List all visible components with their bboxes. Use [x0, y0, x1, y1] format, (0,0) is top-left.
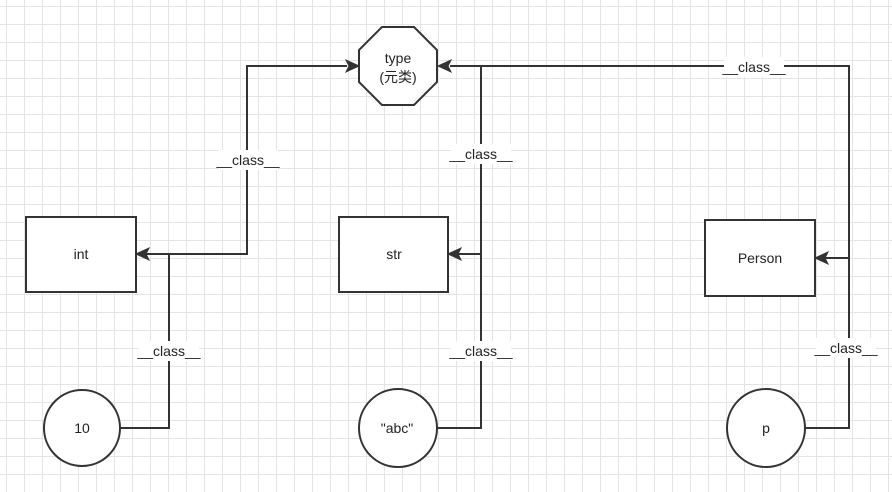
svg-text:"abc": "abc" [381, 420, 414, 436]
svg-text:type: type [385, 50, 412, 66]
edge-label-int-to-type: __class__ [215, 150, 280, 170]
circle-shape [358, 388, 438, 468]
node-int: int [25, 216, 137, 293]
edge-label-str-to-type: __class__ [448, 144, 513, 164]
arrowhead [446, 246, 463, 262]
svg-text:__class__: __class__ [215, 152, 279, 168]
svg-text:__class__: __class__ [136, 343, 200, 359]
svg-text:p: p [762, 420, 770, 436]
arrowhead [134, 246, 151, 262]
edge-label-person-to-type: __class__ [721, 57, 786, 77]
svg-text:__class__: __class__ [721, 59, 785, 75]
edge-label-abc-to-str: __class__ [448, 341, 513, 361]
node-str: str [338, 216, 449, 293]
svg-text:__class__: __class__ [448, 343, 512, 359]
svg-text:Person: Person [738, 250, 782, 266]
node-ten: 10 [43, 389, 121, 467]
node-type: type (元类) [358, 26, 438, 106]
svg-text:int: int [74, 246, 89, 262]
edge-label-ten-to-int: __class__ [136, 341, 201, 361]
svg-text:__class__: __class__ [813, 340, 877, 356]
circle-shape [43, 389, 121, 467]
rect-shape [25, 216, 137, 293]
node-abc: "abc" [358, 388, 438, 468]
svg-text:str: str [386, 246, 402, 262]
svg-text:(元类): (元类) [379, 69, 416, 85]
circle-shape [726, 388, 806, 468]
node-p: p [726, 388, 806, 468]
node-person: Person [704, 219, 816, 297]
rect-shape [704, 219, 816, 297]
arrowhead [344, 58, 361, 74]
svg-text:__class__: __class__ [448, 146, 512, 162]
octagon-shape [358, 26, 438, 106]
rect-shape [338, 216, 449, 293]
arrowhead [813, 250, 830, 266]
svg-text:10: 10 [74, 420, 90, 436]
arrowhead [436, 58, 453, 74]
edge-label-p-to-person: __class__ [813, 338, 878, 358]
